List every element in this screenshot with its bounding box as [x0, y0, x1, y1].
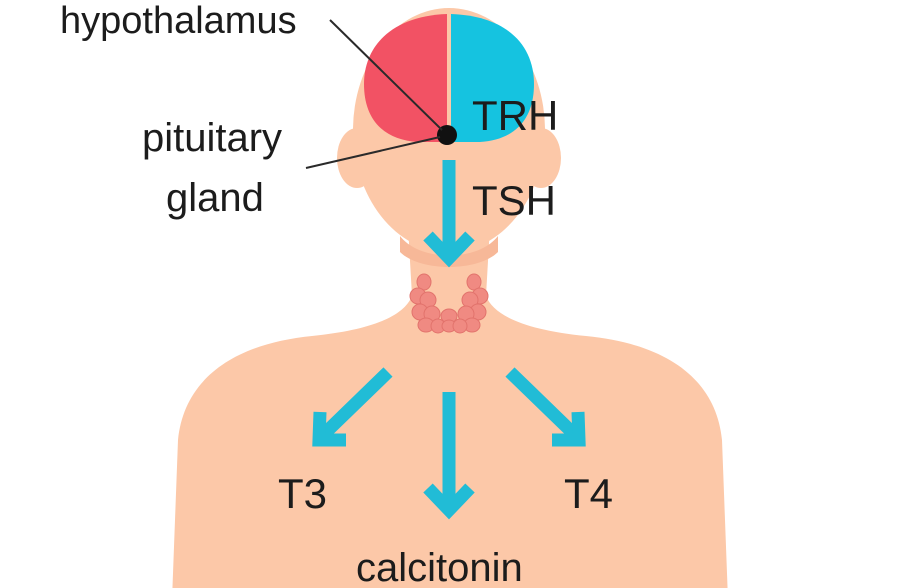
arrow-t3 [312, 367, 393, 447]
neck-shadow [400, 236, 498, 267]
arrow-t4 [505, 367, 586, 447]
arrow-calcitonin [423, 392, 475, 520]
pituitary-label-line1: pituitary [142, 116, 283, 160]
pituitary-region [451, 14, 534, 142]
arrow-tsh [423, 160, 475, 268]
t4-label: T4 [564, 470, 614, 517]
pituitary-leader-line [305, 136, 441, 169]
t3-label: T3 [278, 470, 328, 517]
hypothalamus-leader-line [329, 19, 443, 131]
tsh-label: TSH [472, 177, 556, 224]
thyroid-gland [409, 273, 489, 334]
hypothalamus-region [364, 14, 447, 142]
pituitary-label-line2: gland [166, 176, 264, 220]
calcitonin-label: calcitonin [356, 546, 523, 588]
trh-label: TRH [472, 92, 559, 139]
hypothalamus-label: hypothalamus [60, 0, 297, 42]
